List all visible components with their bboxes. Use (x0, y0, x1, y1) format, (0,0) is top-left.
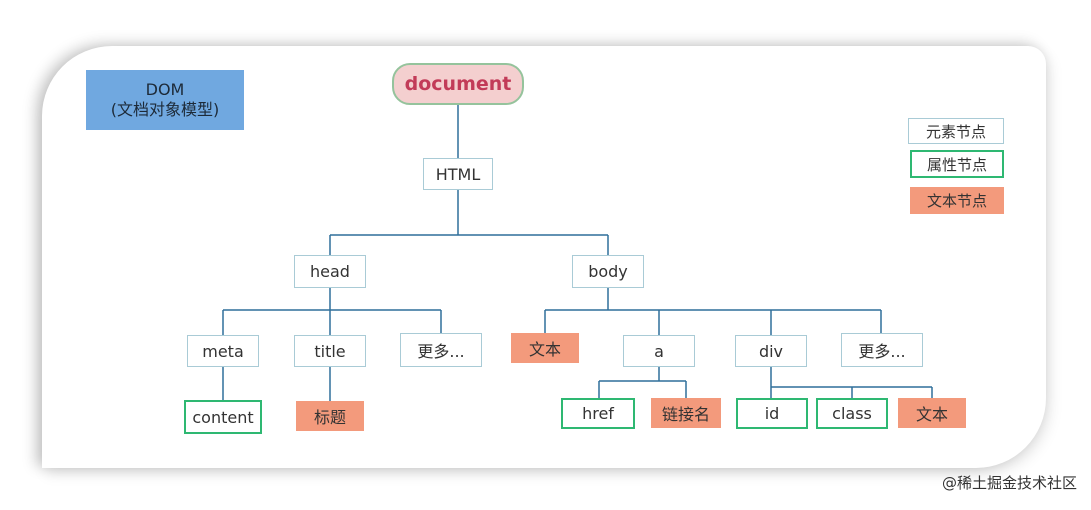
dom-subtitle: (文档对象模型) (110, 100, 220, 119)
a-node: a (623, 335, 695, 367)
dom-title-box: DOM (文档对象模型) (86, 70, 244, 130)
link-name-text-node: 链接名 (651, 398, 721, 428)
html-node: HTML (423, 158, 493, 190)
href-attr-node: href (561, 398, 635, 429)
div-node: div (735, 335, 807, 367)
body-more-node: 更多... (841, 333, 923, 367)
title-node: title (294, 335, 366, 367)
watermark: @稀土掘金技术社区 (941, 474, 1077, 492)
head-node: head (294, 255, 366, 288)
content-attr-node: content (184, 400, 262, 434)
title-text-node: 标题 (296, 401, 364, 431)
meta-node: meta (187, 335, 259, 367)
class-attr-node: class (816, 398, 888, 429)
div-text-node: 文本 (898, 398, 966, 428)
body-node: body (572, 255, 644, 288)
legend-text-node: 文本节点 (910, 187, 1004, 214)
legend-element-node: 元素节点 (908, 118, 1004, 144)
document-node: document (392, 63, 524, 105)
dom-title: DOM (145, 80, 185, 99)
id-attr-node: id (736, 398, 808, 429)
body-text-node: 文本 (511, 333, 579, 363)
legend-attribute-node: 属性节点 (910, 150, 1004, 178)
head-more-node: 更多... (400, 333, 482, 367)
